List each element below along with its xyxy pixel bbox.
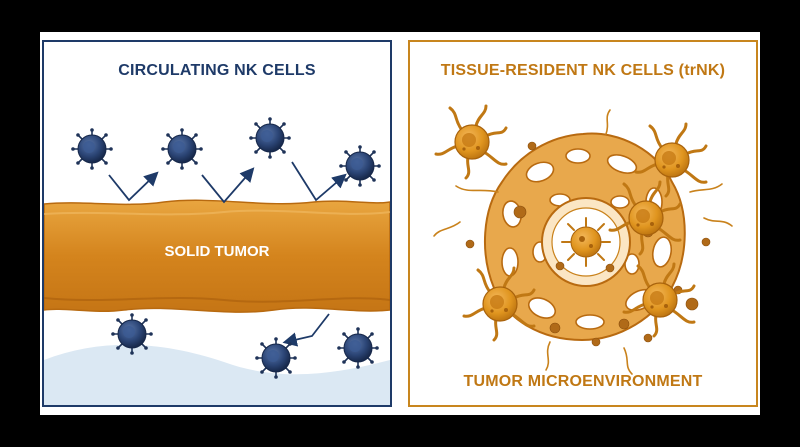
trnk-title: TISSUE-RESIDENT NK CELLS (trNK) <box>440 62 726 79</box>
nk-cell-icon <box>160 127 204 171</box>
tumor-microenvironment-illustration <box>433 104 733 375</box>
nk-cell-icon <box>336 326 380 370</box>
arrow-icon <box>108 161 347 347</box>
circulating-title: CIRCULATING NK CELLS <box>118 62 316 79</box>
nk-cell-icon <box>248 116 292 160</box>
microenvironment-label: TUMOR MICROENVIRONMENT <box>463 373 703 390</box>
dendrite-lines <box>433 109 733 375</box>
tissue-resident-panel: TISSUE-RESIDENT NK CELLS (trNK) TUMOR MI… <box>408 40 758 407</box>
nk-cell-icon <box>70 127 114 171</box>
solid-tumor-label: SOLID TUMOR <box>164 243 270 260</box>
circulating-panel: CIRCULATING NK CELLS SOLID TUMOR <box>42 40 392 407</box>
figure-canvas: CIRCULATING NK CELLS SOLID TUMOR <box>40 32 760 415</box>
blood-vessel <box>44 344 390 405</box>
nk-cell-icon <box>338 144 382 188</box>
solid-tumor-band <box>44 199 390 313</box>
tumor-cell-icon <box>561 217 611 267</box>
nk-cell-icon <box>110 312 154 356</box>
circulating-illustration <box>44 116 390 405</box>
trnk-cell-icon <box>434 104 508 180</box>
nk-cell-icon <box>254 336 298 380</box>
